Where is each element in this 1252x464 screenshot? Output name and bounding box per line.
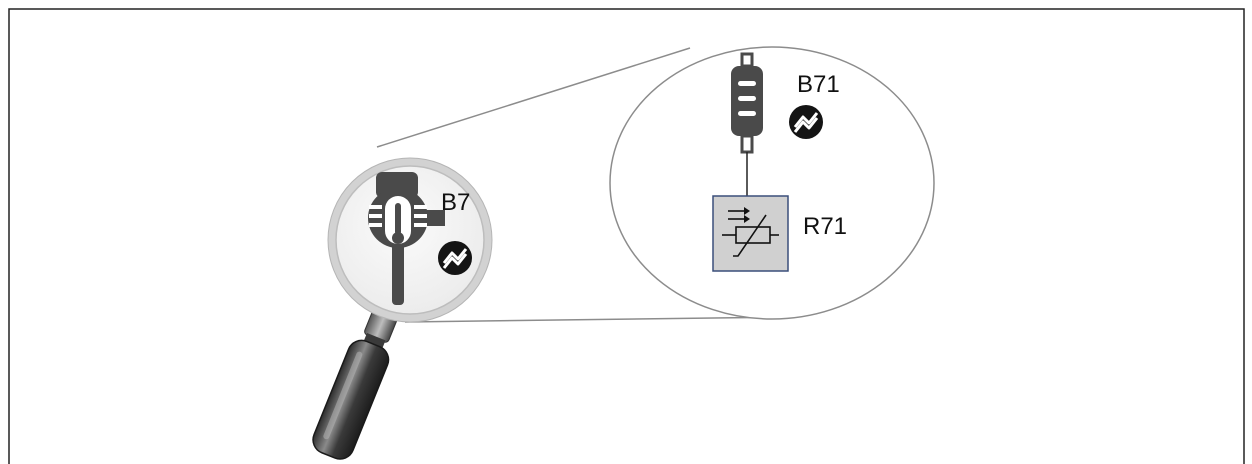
signal-badge-icon [438,241,472,275]
zoom-resistor-label: R71 [803,213,847,240]
thermistor-icon [712,195,789,272]
magnifier-handle [312,339,390,460]
temperature-sensor-icon [368,172,445,305]
magnifier-sensor-label: B7 [441,189,470,216]
diagram-frame [8,8,1245,464]
zoom-connector-top [376,47,691,148]
magnifier-handle-shine [323,351,363,440]
magnifier-neck [363,332,386,350]
zoom-connector-bottom [404,316,796,323]
signal-badge-icon [789,105,823,139]
zoom-sensor-label: B71 [797,71,840,98]
zoom-circle [609,46,935,320]
magnifying-glass-icon [312,308,398,460]
sensor-component-icon [731,52,763,154]
